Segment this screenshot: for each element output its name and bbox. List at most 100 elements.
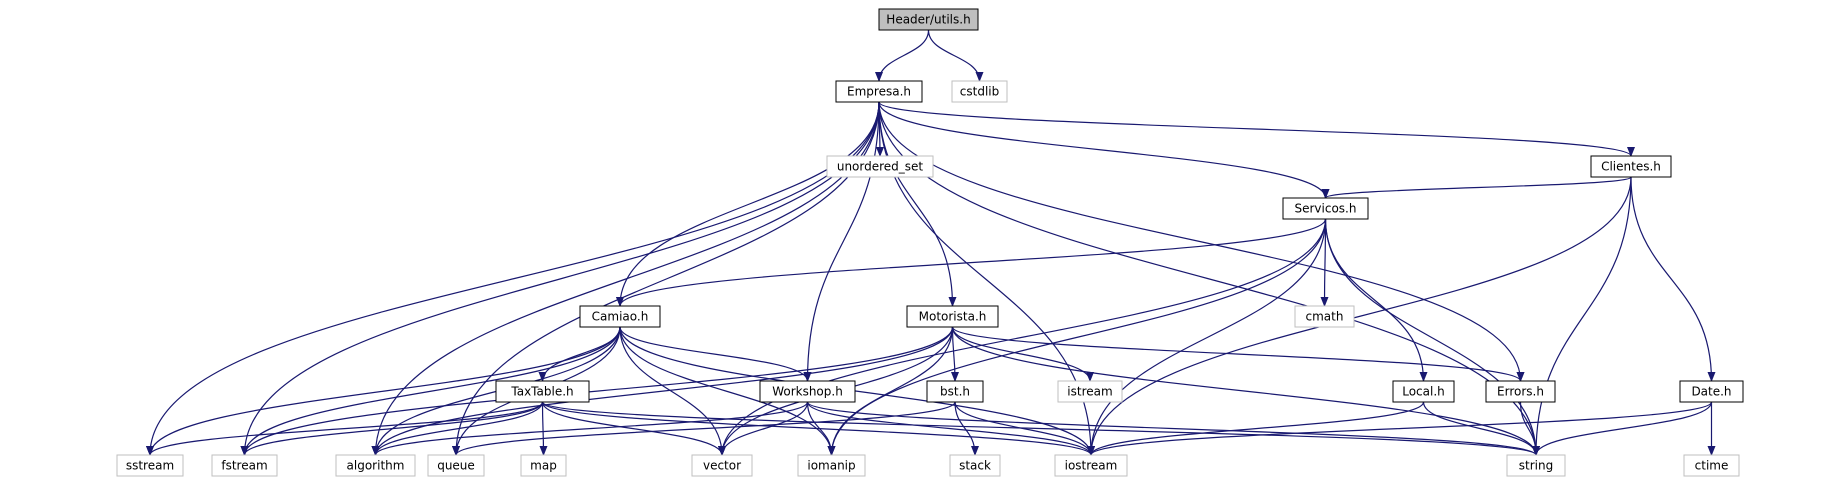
node-clientes[interactable]: Clientes.h [1590,155,1672,178]
edge-taxtable-to-sstream [146,401,544,456]
node-box [1294,305,1355,328]
node-label: Clientes.h [1601,160,1661,174]
node-box [579,305,661,328]
edge-workshop-to-algorithm [371,401,809,456]
edge-taxtable-to-vector [541,401,726,456]
node-label: string [1519,459,1553,473]
edge-servicos-to-string [1324,218,1540,456]
node-vector: vector [691,454,753,477]
node-label: Motorista.h [919,310,987,324]
node-box [949,454,1001,477]
node-label: Servicos.h [1295,202,1357,216]
node-box [835,80,923,103]
node-label: ctime [1695,459,1729,473]
node-box [335,454,416,477]
node-cmath: cmath [1294,305,1355,328]
edge-servicos-to-camiao [616,218,1327,307]
node-stack: stack [949,454,1001,477]
node-queue: queue [427,454,485,477]
node-box [116,454,184,477]
node-servicos[interactable]: Servicos.h [1282,197,1369,220]
node-box [797,454,866,477]
edge-taxtable-to-iostream [541,401,1095,456]
edge-workshop-to-iomanip [806,401,836,456]
node-label: iostream [1065,459,1118,473]
node-istream: istream [1057,380,1123,403]
node-label: Workshop.h [772,385,843,399]
node-box [691,454,753,477]
edge-camiao-to-vector [619,326,726,456]
node-box [520,454,567,477]
node-empresa[interactable]: Empresa.h [835,80,923,103]
node-box [1392,380,1455,403]
edge-camiao-to-iomanip [619,326,836,456]
edge-servicos-to-local [1324,218,1428,382]
node-box [826,155,934,178]
edge-taxtable-to-map [539,401,548,456]
node-ctime: ctime [1683,454,1740,477]
node-box [1485,380,1556,403]
edge-motorista-to-fstream [240,326,954,456]
node-box [1506,454,1566,477]
node-box [951,80,1008,103]
node-label: Errors.h [1497,385,1544,399]
edge-empresa-to-servicos [878,101,1330,199]
edge-bst-to-stack [954,401,979,456]
node-iostream: iostream [1054,454,1128,477]
node-local[interactable]: Local.h [1392,380,1455,403]
node-camiao[interactable]: Camiao.h [579,305,661,328]
node-label: queue [437,459,475,473]
edge-motorista-to-bst [950,326,959,382]
node-bst[interactable]: bst.h [926,380,984,403]
node-fstream: fstream [211,454,278,477]
node-label: map [530,459,557,473]
edge-camiao-to-fstream [240,326,621,456]
node-label: cmath [1306,310,1344,324]
edge-errors-to-string [1519,401,1540,456]
node-label: istream [1067,385,1112,399]
node-label: vector [703,459,741,473]
node-utils[interactable]: Header/utils.h [878,8,979,31]
node-box [1590,155,1672,178]
edge-bst-to-iostream [954,401,1095,456]
edge-date-to-iostream [1087,401,1713,456]
node-label: TaxTable.h [510,385,573,399]
node-label: cstdlib [960,85,999,99]
node-label: fstream [221,459,267,473]
node-label: iomanip [807,459,855,473]
edge-motorista-to-algorithm [371,326,954,456]
node-label: bst.h [940,385,970,399]
node-date[interactable]: Date.h [1679,380,1744,403]
edge-motorista-to-string [951,326,1540,456]
node-sstream: sstream [116,454,184,477]
edge-motorista-to-errors [951,326,1525,382]
edge-bst-to-queue [452,401,956,456]
node-algorithm: algorithm [335,454,416,477]
node-box [1683,454,1740,477]
node-label: Local.h [1402,385,1445,399]
node-string: string [1506,454,1566,477]
node-map: map [520,454,567,477]
node-box [906,305,999,328]
node-iomanip: iomanip [797,454,866,477]
edge-date-to-string [1532,401,1713,456]
node-box [1054,454,1128,477]
node-taxtable[interactable]: TaxTable.h [495,380,590,403]
node-workshop[interactable]: Workshop.h [759,380,856,403]
node-motorista[interactable]: Motorista.h [906,305,999,328]
edge-taxtable-to-fstream [240,401,544,456]
node-box [878,8,979,31]
edge-motorista-to-istream [951,326,1094,382]
edge-clientes-to-string [1532,176,1632,456]
edge-workshop-to-string [806,401,1540,456]
edge-clientes-to-date [1630,176,1716,382]
node-box [1057,380,1123,403]
edge-clientes-to-servicos [1321,176,1632,199]
node-errors[interactable]: Errors.h [1485,380,1556,403]
node-box [211,454,278,477]
edge-servicos-to-cmath [1320,218,1329,307]
edge-empresa-to-clientes [878,101,1635,157]
node-label: stack [959,459,991,473]
